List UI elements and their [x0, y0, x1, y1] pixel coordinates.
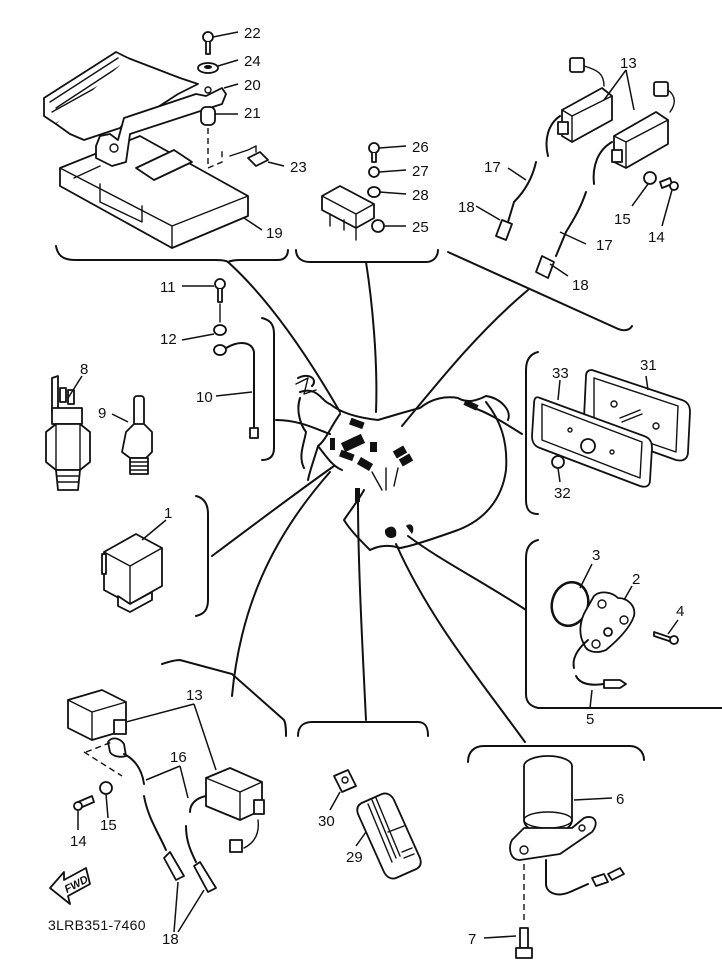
reflector-labels: 31 33 32: [552, 357, 657, 502]
label-21: 21: [244, 105, 261, 122]
label-13-front: 13: [620, 55, 637, 72]
rear-coil-labels: 13 16 15 14 18: [70, 687, 217, 948]
label-3: 3: [592, 547, 600, 564]
label-9: 9: [98, 405, 106, 422]
label-29: 29: [346, 849, 363, 866]
label-15-front: 15: [614, 211, 631, 228]
label-6: 6: [616, 791, 624, 808]
sensor-labels: 26 27 28 25: [378, 139, 429, 236]
label-4: 4: [676, 603, 684, 620]
relay-group: [101, 495, 209, 617]
label-14-front: 14: [648, 229, 665, 246]
label-17-front-right: 17: [596, 237, 613, 254]
ecu-group: [43, 31, 289, 264]
label-1: 1: [164, 505, 172, 522]
label-24: 24: [244, 53, 261, 70]
pickup-labels: 3 2 4 5: [579, 547, 684, 728]
reflector-group: [525, 351, 691, 515]
diagram-code: 3LRB351-7460: [48, 917, 146, 933]
forward-direction-arrow: FWD: [49, 867, 91, 905]
label-19: 19: [266, 225, 283, 242]
label-2: 2: [632, 571, 640, 588]
label-10: 10: [196, 389, 213, 406]
solenoid-labels: 6 7: [468, 791, 624, 948]
label-27: 27: [412, 163, 429, 180]
label-5: 5: [586, 711, 594, 728]
label-17-front-left: 17: [484, 159, 501, 176]
label-13-rear: 13: [186, 687, 203, 704]
label-16: 16: [170, 749, 187, 766]
pickup-group: [525, 539, 722, 709]
ecu-labels: 22 24 20 21 23 19: [212, 25, 307, 242]
label-22: 22: [244, 25, 261, 42]
label-32: 32: [554, 485, 571, 502]
sensor-group: [295, 142, 439, 263]
rear-coil-group: [67, 658, 287, 893]
fwd-label: FWD: [63, 874, 91, 896]
label-30: 30: [318, 813, 335, 830]
label-7: 7: [468, 931, 476, 948]
ground-lead-group: [213, 278, 275, 461]
relay-labels: 1: [141, 505, 172, 541]
label-28: 28: [412, 187, 429, 204]
label-11: 11: [160, 279, 176, 296]
group-leader-lines: [211, 261, 529, 743]
label-12: 12: [160, 331, 177, 348]
label-18-front-left: 18: [458, 199, 475, 216]
rectifier-labels: 30 29: [318, 791, 367, 866]
label-14-rear: 14: [70, 833, 87, 850]
switch-8: [45, 375, 91, 491]
label-26: 26: [412, 139, 429, 156]
label-25: 25: [412, 219, 429, 236]
label-8: 8: [80, 361, 88, 378]
label-18-rear: 18: [162, 931, 179, 948]
front-coil-labels: 13 17 17 18 18 15 14: [458, 55, 673, 294]
label-15-rear: 15: [100, 817, 117, 834]
label-20: 20: [244, 77, 261, 94]
front-coil-group: [447, 57, 679, 332]
ground-lead-labels: 11 12 10: [160, 279, 253, 406]
rectifier-group: [297, 721, 429, 880]
motorcycle-frame-outline: [295, 374, 510, 551]
solenoid-group: [467, 745, 645, 959]
label-23: 23: [290, 159, 307, 176]
label-31: 31: [640, 357, 657, 374]
switch-9: [121, 395, 153, 475]
switch-labels: 8 9: [67, 361, 129, 423]
label-18-front-right: 18: [572, 277, 589, 294]
label-33: 33: [552, 365, 569, 382]
